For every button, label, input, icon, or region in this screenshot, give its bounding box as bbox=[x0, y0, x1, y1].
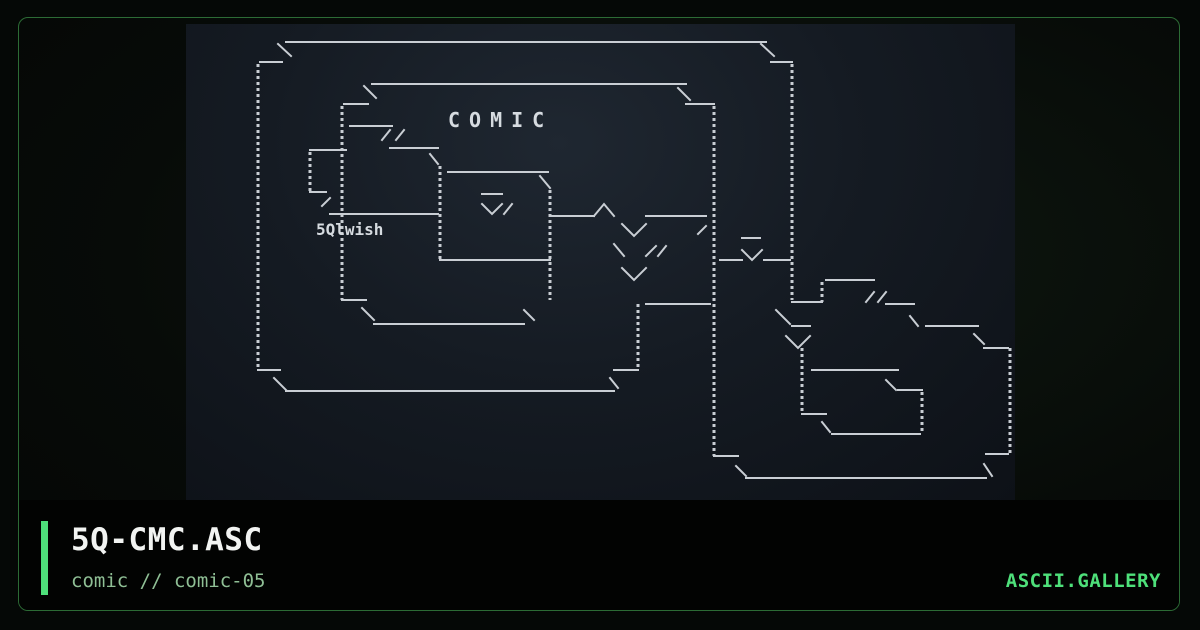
gallery-card: COMIC 5Qlwish 5Q-CMC.ASC comic // comic-… bbox=[18, 17, 1180, 611]
art-title-text: COMIC bbox=[448, 108, 554, 132]
category-path: comic // comic-05 bbox=[71, 570, 266, 592]
file-name[interactable]: 5Q-CMC.ASC bbox=[71, 522, 263, 558]
inner-frame bbox=[340, 83, 716, 456]
accent-bar bbox=[41, 521, 48, 595]
left-bubble bbox=[308, 125, 551, 261]
lower-right-bubble bbox=[713, 279, 1012, 479]
art-signature-text: 5Qlwish bbox=[316, 220, 384, 239]
site-brand[interactable]: ASCII.GALLERY bbox=[1005, 570, 1161, 592]
ascii-art-panel: COMIC 5Qlwish bbox=[186, 24, 1015, 500]
face-box bbox=[447, 171, 707, 300]
outer-frame bbox=[256, 41, 794, 392]
card-footer: 5Q-CMC.ASC comic // comic-05 ASCII.GALLE… bbox=[19, 500, 1179, 610]
ascii-art-drawing bbox=[256, 41, 1012, 479]
middle-chevrons bbox=[612, 222, 791, 305]
